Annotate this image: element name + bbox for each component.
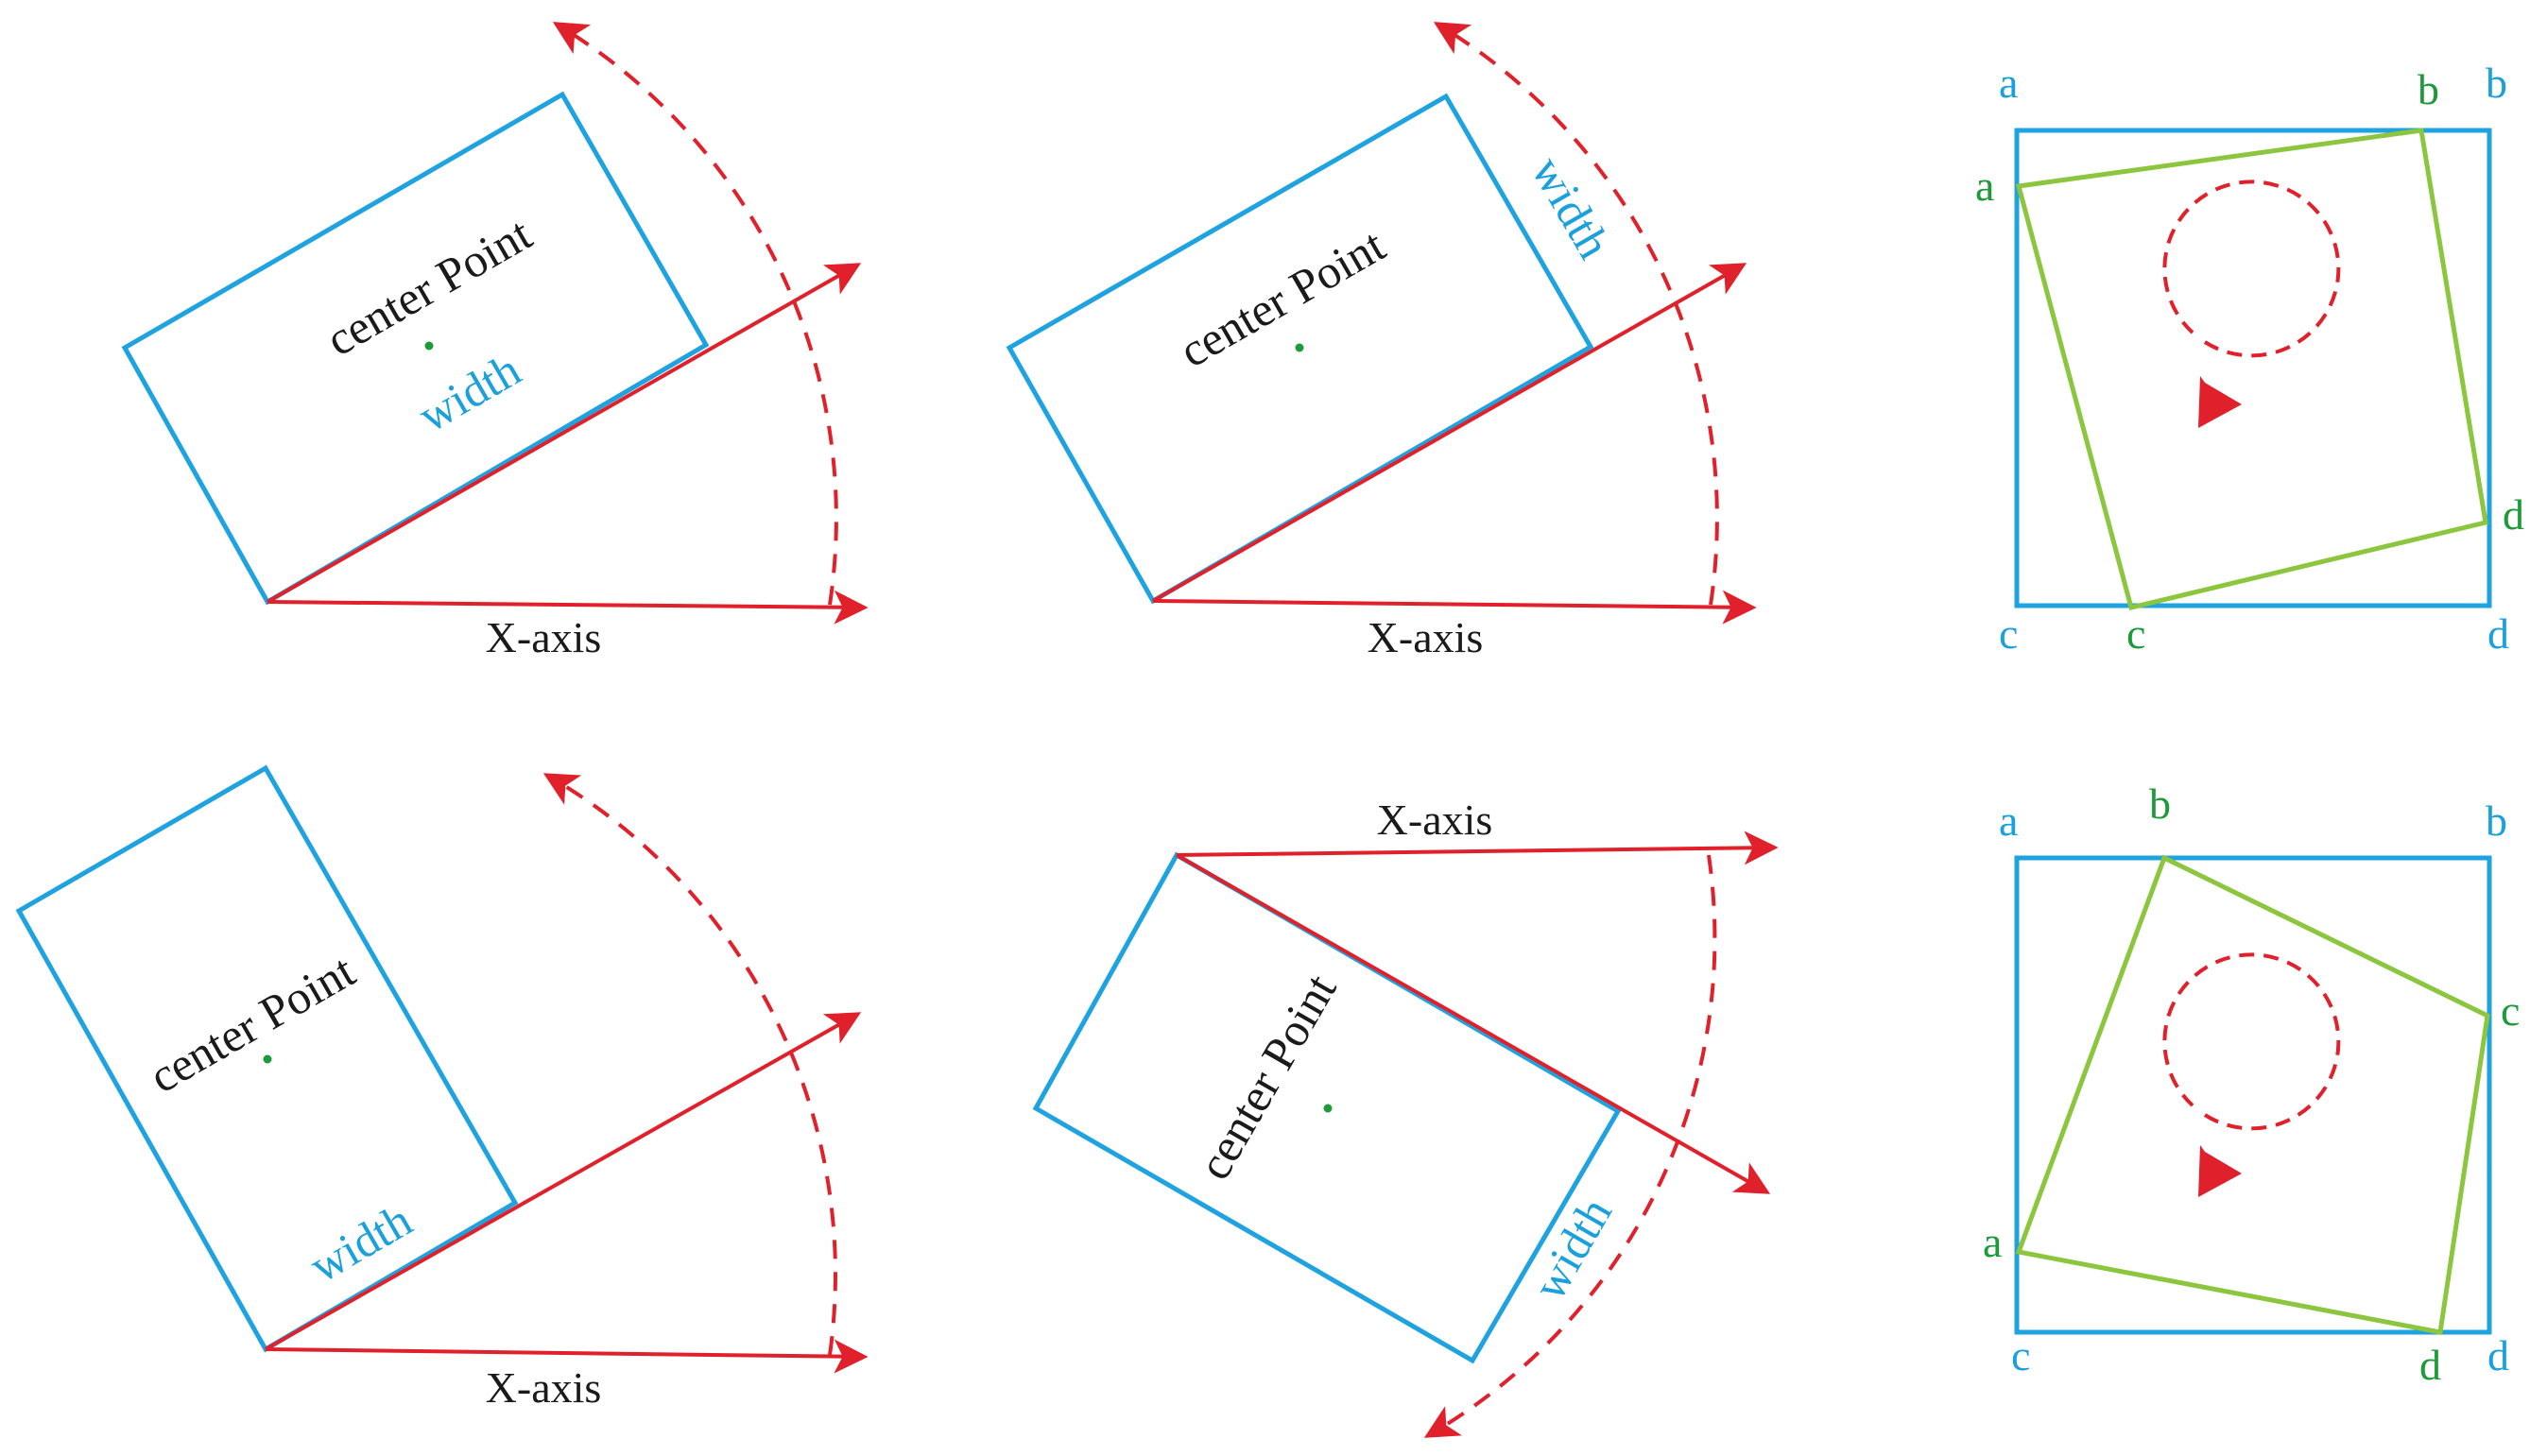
panel-6-blue-corner-c: c: [2011, 1331, 2030, 1379]
panel-5-x-axis-label: X-axis: [1377, 796, 1493, 844]
panel-3-green-corner-b: b: [2418, 65, 2439, 113]
panel-3: a b c d a b c d: [1975, 59, 2524, 658]
panel-6-green-corner-c: c: [2501, 986, 2520, 1035]
panel-3-green-corner-a: a: [1975, 162, 1994, 210]
panel-2-x-axis-arrow: [1152, 590, 1757, 625]
panel-5: X-axis center Point width: [1032, 796, 1779, 1438]
panel-2-center-point-label: center Point: [1170, 218, 1393, 378]
panel-2-rotation-arc: [1433, 22, 1719, 606]
panel-5-rectangle: [1032, 851, 1622, 1364]
panel-1-rotated-axis-arrow: [267, 263, 862, 604]
panel-1-x-axis-label: X-axis: [486, 613, 602, 661]
panel-6-blue-corner-b: b: [2486, 797, 2507, 845]
panel-1-center-dot: [424, 341, 434, 351]
panel-3-rotation-circle: [2162, 180, 2341, 358]
panel-2-rotated-axis-arrow: [1152, 263, 1747, 603]
panel-4-center-point-label: center Point: [140, 944, 363, 1104]
panel-4-center-dot: [263, 1054, 272, 1064]
panel-1-x-axis-arrow: [267, 590, 869, 625]
panel-6-green-corner-d: d: [2419, 1341, 2441, 1389]
panel-5-x-axis-arrow: [1176, 831, 1779, 865]
panel-6-rotation-circle: [2162, 952, 2341, 1131]
panel-6: a b c d a b c d: [1983, 779, 2520, 1389]
panel-1-rotation-arc: [552, 22, 838, 606]
panel-3-blue-corner-b: b: [2486, 59, 2507, 107]
panel-6-blue-corner-d: d: [2487, 1331, 2509, 1379]
panel-5-center-point-label: center Point: [1187, 965, 1347, 1188]
panel-2-center-dot: [1295, 343, 1304, 352]
panel-4-rotated-axis-arrow: [265, 1012, 862, 1351]
panel-3-green-corner-c: c: [2126, 609, 2145, 658]
panel-6-blue-corner-a: a: [1999, 797, 2018, 845]
panel-5-rotation-arc: [1423, 854, 1717, 1438]
panel-3-blue-corner-a: a: [1999, 59, 2018, 107]
panel-2: X-axis center Point width: [1006, 22, 1757, 661]
panel-4-rotation-arc: [542, 773, 837, 1356]
panel-5-rotated-axis-arrow: [1176, 853, 1771, 1194]
panel-6-blue-square: [2014, 855, 2492, 1335]
panel-3-blue-corner-d: d: [2487, 609, 2509, 658]
panel-3-blue-square: [2014, 128, 2492, 608]
panel-4-x-axis-arrow: [265, 1339, 869, 1374]
panel-3-blue-corner-c: c: [1999, 609, 2018, 658]
panel-1-rectangle: [121, 91, 710, 606]
panel-3-rotation-arrowhead: [2198, 376, 2242, 428]
panel-3-green-corner-d: d: [2503, 490, 2524, 539]
panel-4-rectangle: [15, 764, 519, 1353]
panel-3-green-rotated-square: [2015, 128, 2488, 610]
panel-6-green-corner-a: a: [1983, 1218, 2002, 1266]
panel-2-x-axis-label: X-axis: [1368, 613, 1484, 661]
panel-6-green-corner-b: b: [2149, 779, 2171, 828]
panel-6-green-rotated-square: [2015, 854, 2490, 1335]
panel-6-rotation-arrowhead: [2198, 1145, 2242, 1197]
panel-1-width-label: width: [409, 343, 529, 442]
panel-4-x-axis-label: X-axis: [486, 1363, 602, 1412]
panel-4-width-label: width: [301, 1193, 421, 1293]
panel-5-center-dot: [1323, 1104, 1333, 1113]
panel-2-rectangle: [1006, 93, 1594, 605]
panel-1: X-axis center Point width: [121, 22, 869, 661]
panel-4: X-axis center Point width: [15, 764, 869, 1412]
